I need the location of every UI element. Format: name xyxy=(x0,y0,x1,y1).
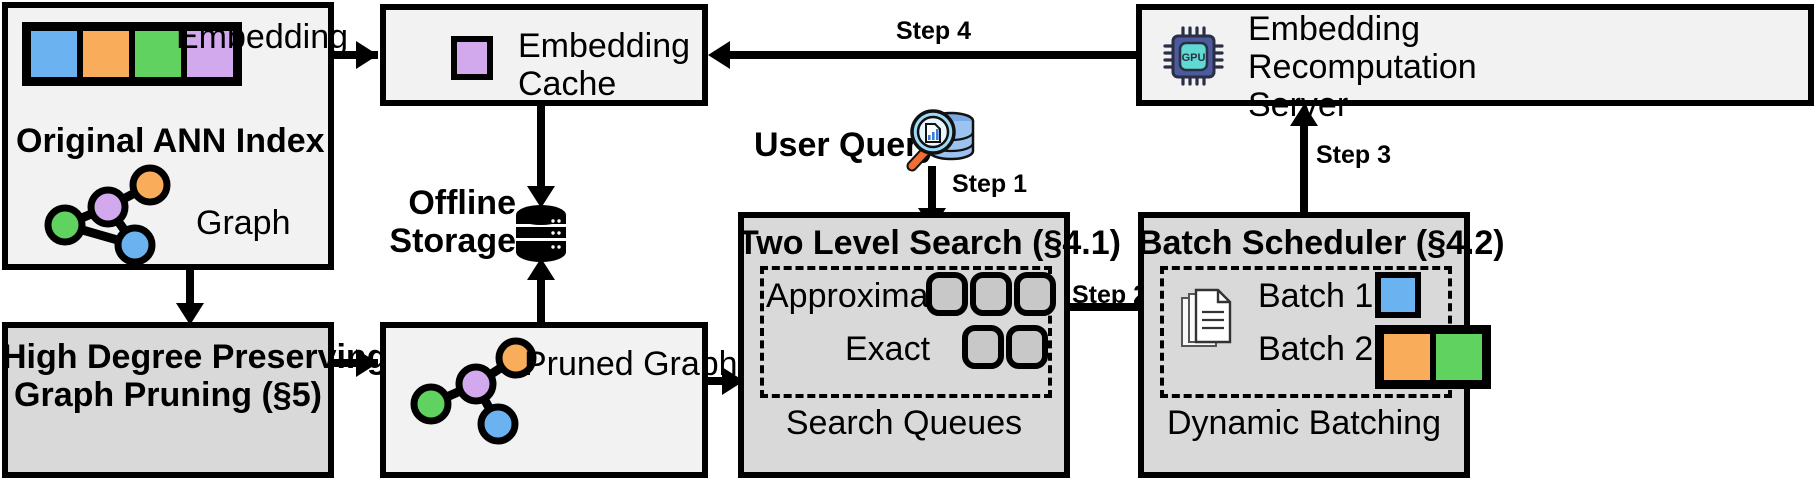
graph-pruning-line2: Graph Pruning (§5) xyxy=(14,376,322,415)
original-graph-figure xyxy=(30,164,190,266)
arrow-cache-to-storage-head xyxy=(527,186,555,208)
approximate-queue-slot-3 xyxy=(1014,272,1056,316)
original-ann-index-title: Original ANN Index xyxy=(16,122,325,160)
step-3-label: Step 3 xyxy=(1316,141,1392,169)
database-cylinder-icon xyxy=(513,204,569,266)
arrow-pruned-to-storage-line xyxy=(537,274,545,326)
embedding-cell-blue xyxy=(28,28,80,80)
graph-pruning-title: High Degree Preserving Graph Pruning (§5… xyxy=(2,338,388,415)
batch-scheduler-title: Batch Scheduler (§4.2) xyxy=(1138,224,1505,262)
recomputation-server-line1: Embedding xyxy=(1248,10,1421,48)
embedding-cache-title: Embedding Cache xyxy=(518,27,690,103)
arrow-step2-line xyxy=(1070,303,1162,311)
recomputation-server-line3: Server xyxy=(1248,86,1349,125)
approximate-queue-slot-1 xyxy=(926,272,968,316)
offline-storage-line1: Offline xyxy=(408,184,516,222)
step-4-label: Step 4 xyxy=(896,17,972,45)
recomputation-server-title: Embedding Recomputation Server xyxy=(1248,10,1477,124)
embedding-label: Embedding xyxy=(176,18,349,56)
recomputation-server-line2: Recomputation xyxy=(1248,48,1477,87)
gpu-chip-icon: GPU xyxy=(1161,25,1227,87)
dynamic-batching-footer: Dynamic Batching xyxy=(1166,404,1441,442)
arrow-pruning-to-pruned-head xyxy=(356,349,378,377)
arrow-index-to-cache-head xyxy=(356,41,378,69)
search-queues-footer: Search Queues xyxy=(785,404,1023,442)
exact-queue-slot-1 xyxy=(962,325,1004,369)
arrow-index-to-pruning-head xyxy=(176,303,204,325)
batch-2-label: Batch 2 xyxy=(1258,330,1374,368)
arrow-cache-to-storage-line xyxy=(537,106,545,188)
arrow-pruned-to-storage-head xyxy=(527,258,555,280)
exact-label: Exact xyxy=(845,330,931,368)
step-1-label: Step 1 xyxy=(952,170,1028,198)
embedding-cache-line2: Cache xyxy=(518,65,617,104)
embedding-cache-line1: Embedding xyxy=(518,27,691,65)
embedding-cells xyxy=(22,22,242,86)
search-queues-dashed-region xyxy=(760,266,1052,398)
batch-2-item-orange xyxy=(1381,331,1433,383)
documents-stack-icon xyxy=(1178,288,1232,356)
two-level-search-title: Two Level Search (§4.1) xyxy=(738,224,1121,262)
graph-pruning-box xyxy=(2,322,334,478)
embedding-cache-box xyxy=(380,4,708,106)
approximate-queue-slot-2 xyxy=(970,272,1012,316)
arrow-step1-line xyxy=(928,166,936,212)
graph-label: Graph xyxy=(196,204,291,242)
arrow-step3-line xyxy=(1300,118,1308,212)
approximate-label: Approximate xyxy=(766,277,957,315)
pruned-graph-label: Pruned Graph xyxy=(524,345,738,383)
embedding-cell-green xyxy=(132,28,184,80)
arrow-step4-head xyxy=(708,41,730,69)
step-2-label: Step 2 xyxy=(1072,281,1148,309)
arrow-step3-head xyxy=(1290,104,1318,126)
offline-storage-line2: Storage xyxy=(389,222,516,261)
batch-2-items xyxy=(1375,325,1491,389)
pruned-graph-figure xyxy=(398,336,548,446)
batch-2-item-green xyxy=(1433,331,1485,383)
embedding-cell-purple xyxy=(184,28,236,80)
recomputation-server-box xyxy=(1136,4,1814,106)
offline-storage-label: Offline Storage xyxy=(380,184,516,260)
batch-1-item-blue xyxy=(1375,272,1421,318)
gpu-icon-text: GPU xyxy=(1182,52,1206,64)
batch-1-label: Batch 1 xyxy=(1258,277,1374,315)
graph-pruning-line1: High Degree Preserving xyxy=(2,338,388,376)
magnifier-database-icon xyxy=(898,104,978,176)
embedding-cell-orange xyxy=(80,28,132,80)
user-query-label: User Query xyxy=(754,126,938,164)
arrow-step4-line xyxy=(724,51,1136,59)
exact-queue-slot-2 xyxy=(1006,325,1048,369)
purple-square-icon xyxy=(451,36,493,80)
arrow-index-to-pruning-line xyxy=(186,270,194,306)
